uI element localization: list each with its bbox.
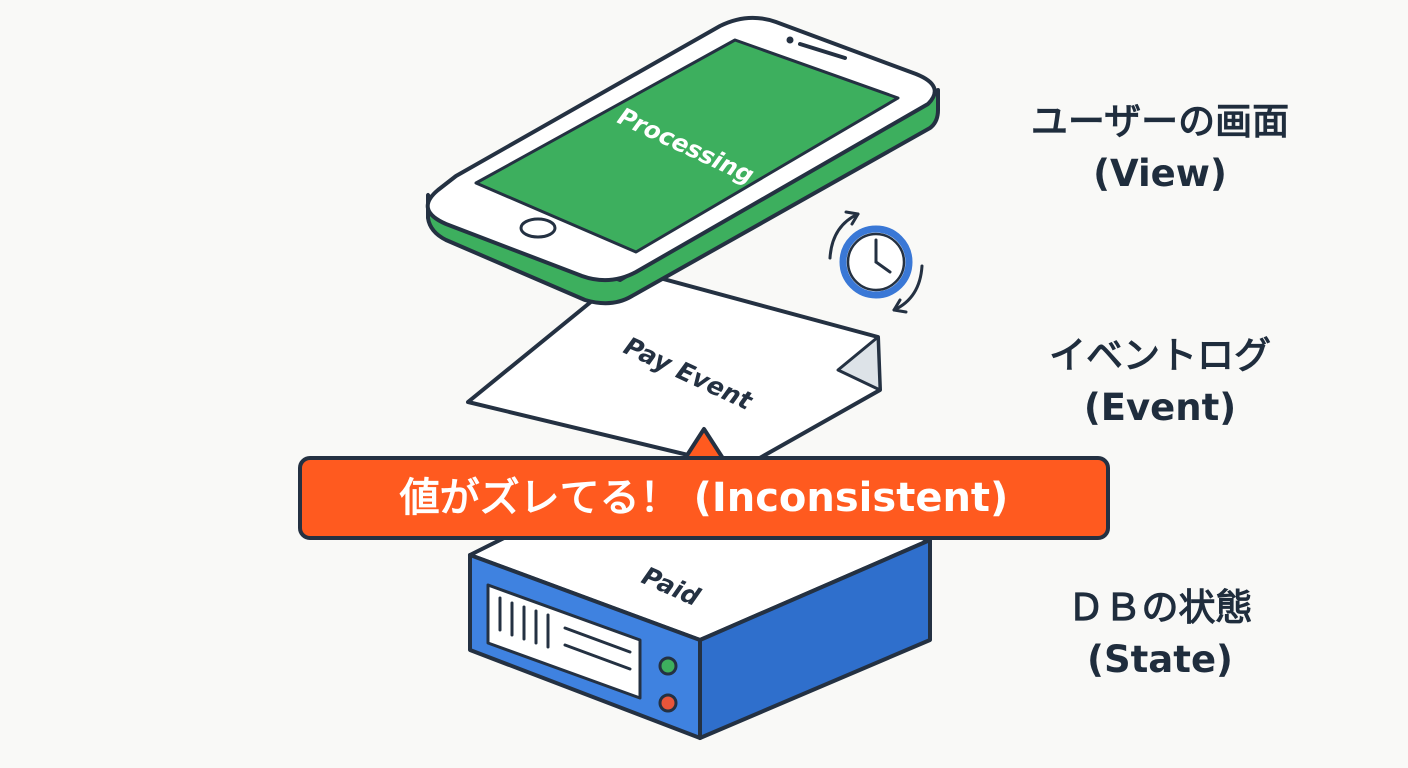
event-layer-label: イベントログ (Event)	[1000, 330, 1320, 434]
event-card-fold	[836, 335, 882, 392]
db-layer-subtitle: (State)	[1087, 638, 1233, 681]
server-side-face	[698, 538, 932, 740]
phone-side	[426, 88, 940, 306]
clock-with-circular-arrows-icon	[828, 210, 924, 314]
callout-text: 値がズレてる！ (Inconsistent)	[399, 475, 1009, 521]
inconsistency-callout: 値がズレてる！ (Inconsistent)	[298, 456, 1110, 540]
phone-home-button	[519, 217, 557, 239]
view-layer-label: ユーザーの画面 (View)	[985, 96, 1335, 200]
status-led-green	[658, 656, 678, 676]
event-layer-title: イベントログ	[1049, 334, 1271, 377]
phone-screen	[474, 38, 900, 254]
db-layer-label: ＤＢの状態 (State)	[1010, 582, 1310, 686]
smartphone-icon	[425, 15, 940, 306]
view-layer-subtitle: (View)	[1093, 152, 1227, 195]
server-panel	[486, 583, 642, 700]
status-led-red	[658, 693, 678, 713]
event-layer-subtitle: (Event)	[1083, 386, 1237, 429]
view-layer-title: ユーザーの画面	[1030, 100, 1290, 143]
db-layer-title: ＤＢの状態	[1067, 586, 1253, 629]
